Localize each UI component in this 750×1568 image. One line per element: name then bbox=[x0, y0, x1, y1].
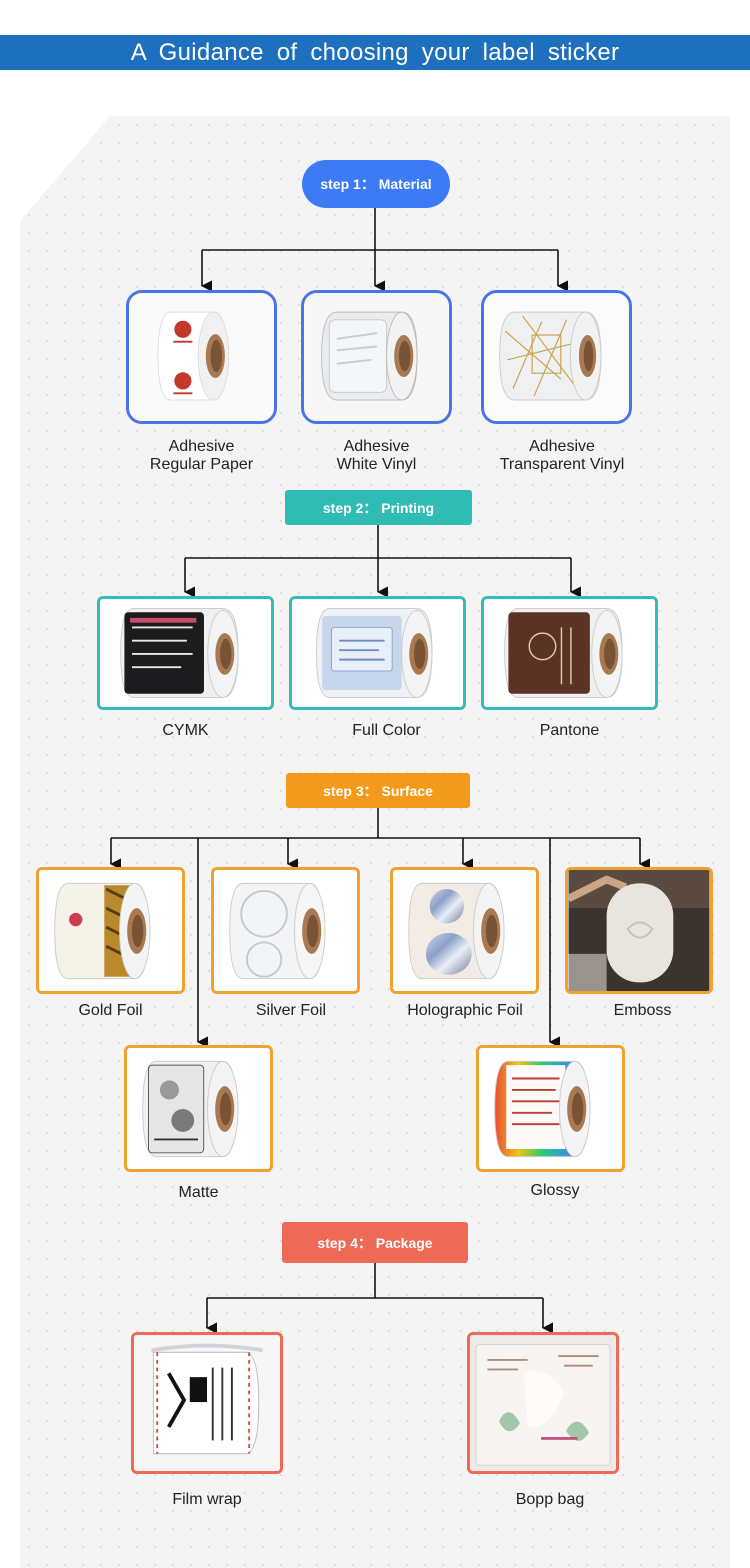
pantone-label: Pantone bbox=[539, 722, 600, 739]
transparent-vinyl-roll-image bbox=[484, 293, 629, 421]
holographic-roll-image bbox=[393, 870, 536, 991]
film-wrap-roll-image bbox=[134, 1335, 280, 1471]
bopp-bag-card[interactable] bbox=[467, 1332, 619, 1474]
white-vinyl-roll-image bbox=[304, 293, 449, 421]
gold-foil-card[interactable] bbox=[36, 867, 185, 994]
silver-foil-label: Silver Foil bbox=[255, 1002, 327, 1019]
gold-foil-roll-image bbox=[39, 870, 182, 991]
bopp-bag-label: Bopp bag bbox=[515, 1491, 585, 1508]
matte-roll-image bbox=[127, 1048, 270, 1169]
full-color-card[interactable] bbox=[289, 596, 466, 710]
matte-card[interactable] bbox=[124, 1045, 273, 1172]
page-title: A Guidance of choosing your label sticke… bbox=[0, 35, 750, 70]
holographic-foil-label: Holographic Foil bbox=[407, 1002, 523, 1019]
emboss-label-image bbox=[568, 870, 710, 991]
full-color-roll-image bbox=[293, 599, 462, 707]
film-wrap-card[interactable] bbox=[131, 1332, 283, 1474]
transparent-vinyl-card[interactable] bbox=[481, 290, 632, 424]
pantone-card[interactable] bbox=[481, 596, 658, 710]
step-2-printing-pill: step 2： Printing bbox=[285, 490, 472, 525]
step-3-surface-pill: step 3： Surface bbox=[286, 773, 470, 808]
glossy-roll-image bbox=[479, 1048, 622, 1169]
cymk-label: CYMK bbox=[162, 722, 209, 739]
silver-foil-card[interactable] bbox=[211, 867, 360, 994]
emboss-label: Emboss bbox=[613, 1002, 672, 1019]
white-vinyl-card[interactable] bbox=[301, 290, 452, 424]
step-4-package-pill: step 4： Package bbox=[282, 1222, 468, 1263]
black-label-roll-image bbox=[101, 599, 270, 707]
paper-roll-image bbox=[129, 293, 274, 421]
glossy-label: Glossy bbox=[530, 1182, 580, 1199]
silver-foil-roll-image bbox=[214, 870, 357, 991]
glossy-card[interactable] bbox=[476, 1045, 625, 1172]
full-color-label: Full Color bbox=[352, 722, 421, 739]
film-wrap-label: Film wrap bbox=[172, 1491, 242, 1508]
bopp-bag-image bbox=[470, 1335, 616, 1471]
brown-label-roll-image bbox=[485, 599, 654, 707]
regular-paper-card[interactable] bbox=[126, 290, 277, 424]
holographic-foil-card[interactable] bbox=[390, 867, 539, 994]
matte-label: Matte bbox=[178, 1184, 219, 1201]
emboss-card[interactable] bbox=[565, 867, 713, 994]
gold-foil-label: Gold Foil bbox=[78, 1002, 143, 1019]
step-1-material-pill: step 1： Material bbox=[302, 160, 450, 208]
cymk-card[interactable] bbox=[97, 596, 274, 710]
